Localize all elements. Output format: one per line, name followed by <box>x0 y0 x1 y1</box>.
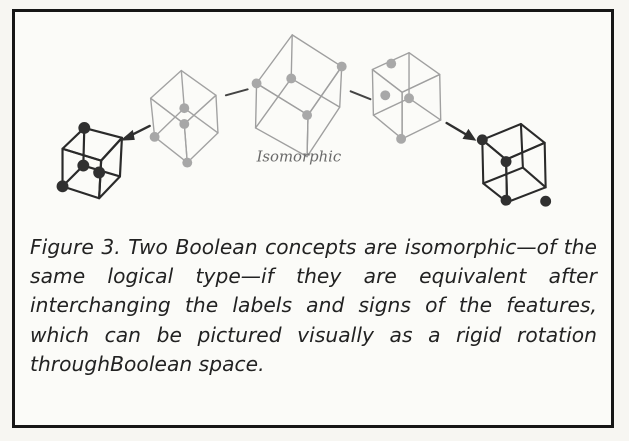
right-cube-node <box>500 194 512 206</box>
right-cube-top-face <box>481 122 546 161</box>
center-faint-cube-node <box>251 78 262 89</box>
center-faint-cube-side-face <box>306 65 343 158</box>
left-center-connector <box>224 88 249 97</box>
left-faint-cube-hidden-edge <box>153 107 185 138</box>
left-cube-node <box>77 159 90 172</box>
left-faint-cube <box>149 69 219 164</box>
right-faint-cube-node <box>396 133 407 144</box>
figure-caption: Figure 3. Two Boolean concepts are isomo… <box>30 235 597 376</box>
right-faint-cube-top-face <box>371 52 441 93</box>
right-faint-cube-hidden-edge <box>372 97 410 116</box>
left-faint-cube-hidden-edge <box>183 107 219 134</box>
right-dark-cube <box>481 122 547 204</box>
right-cube-node <box>500 156 512 168</box>
left-faint-cube-nodes <box>149 103 193 168</box>
center-faint-cube-node <box>286 73 297 84</box>
right-cube-nodes <box>476 134 552 207</box>
center-faint-cube-hidden-edge <box>290 34 293 80</box>
right-cube-hidden-edge <box>521 166 547 189</box>
left-faint-cube-node <box>179 119 190 129</box>
left-arrow-icon <box>119 124 151 141</box>
center-faint-cube-front-face <box>254 82 309 158</box>
right-cube-front-face <box>481 138 509 204</box>
left-cube-node <box>78 122 91 134</box>
right-faint-cube-node <box>380 90 391 101</box>
right-arrow-icon <box>445 121 477 141</box>
left-faint-cube-node <box>149 131 160 142</box>
center-faint-cube <box>254 34 343 158</box>
center-right-connector <box>349 90 372 101</box>
left-faint-cube-hidden-edge <box>180 69 185 109</box>
left-cube-top-face <box>61 126 124 162</box>
boolean-cubes-diagram: Isomorphic <box>56 34 552 207</box>
right-faint-cube-nodes <box>380 58 414 144</box>
left-faint-cube-node <box>182 157 193 168</box>
right-cube-hidden-edge <box>482 166 524 185</box>
left-cube-hidden-vertical-edge <box>82 126 86 167</box>
left-cube-nodes <box>56 122 106 193</box>
center-faint-cube-top-face <box>255 34 343 116</box>
center-faint-cube-node <box>302 110 313 121</box>
center-faint-cube-hidden-edge <box>254 77 292 129</box>
right-faint-cube-node <box>404 93 414 104</box>
left-dark-cube <box>61 126 124 200</box>
right-cube-node <box>476 134 488 146</box>
right-cube-node <box>540 195 552 207</box>
left-cube-node <box>56 180 69 193</box>
center-faint-cube-node <box>336 61 347 72</box>
center-faint-cube-hidden-edge <box>290 77 341 108</box>
right-cube-hidden-edge <box>519 122 524 169</box>
right-faint-cube-node <box>386 58 397 69</box>
center-faint-cube-nodes <box>251 61 347 121</box>
left-faint-cube-node <box>179 103 190 114</box>
right-faint-cube-hidden-edge <box>408 97 442 121</box>
left-cube-node <box>93 166 106 179</box>
figure-frame: Isomorphic Figure 3. Two <box>12 9 614 428</box>
isomorphic-label: Isomorphic <box>256 148 342 166</box>
